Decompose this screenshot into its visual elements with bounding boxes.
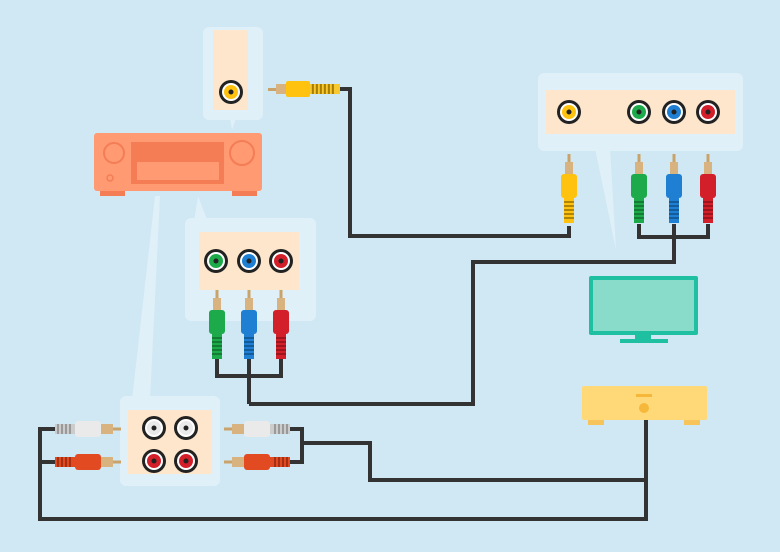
tv-input-callout xyxy=(538,73,743,250)
tv-icon xyxy=(589,276,698,343)
cable-composite-video xyxy=(340,87,571,238)
plug-component-red-receiver xyxy=(273,290,289,359)
receiver-audio-callout xyxy=(120,196,220,486)
av-receiver-icon xyxy=(94,133,262,196)
jack-audio-red-in xyxy=(142,449,166,473)
plug-component-red-tv xyxy=(700,154,716,223)
plug-component-blue-receiver xyxy=(241,290,257,359)
plug-audio-red-left xyxy=(55,454,121,470)
jack-tv-component-red xyxy=(696,100,720,124)
plug-video-yellow-tv xyxy=(561,154,577,223)
plug-component-green-tv xyxy=(631,154,647,223)
plug-component-green-receiver xyxy=(209,290,225,359)
cable-audio-left xyxy=(38,427,648,521)
cable-audio-right xyxy=(290,420,648,482)
jack-audio-white-out xyxy=(174,416,198,440)
cable-component-tv-side xyxy=(249,224,710,406)
jack-audio-red-out xyxy=(174,449,198,473)
jack-tv-component-green xyxy=(627,100,651,124)
cable-component-receiver-side xyxy=(215,359,283,404)
plug-audio-white-right xyxy=(224,421,290,437)
plug-video-yellow-receiver xyxy=(268,81,340,97)
plug-component-blue-tv xyxy=(666,154,682,223)
jack-video-yellow xyxy=(219,80,243,104)
jack-tv-component-blue xyxy=(662,100,686,124)
set-top-box-icon xyxy=(582,386,707,425)
cables xyxy=(38,87,710,521)
jack-component-blue xyxy=(237,249,261,273)
jack-component-green xyxy=(204,249,228,273)
jack-audio-white-in xyxy=(142,416,166,440)
jack-tv-video-yellow xyxy=(557,100,581,124)
jack-component-red xyxy=(269,249,293,273)
plug-audio-red-right xyxy=(224,454,290,470)
plug-audio-white-left xyxy=(55,421,121,437)
receiver-video-out-callout xyxy=(203,27,263,130)
